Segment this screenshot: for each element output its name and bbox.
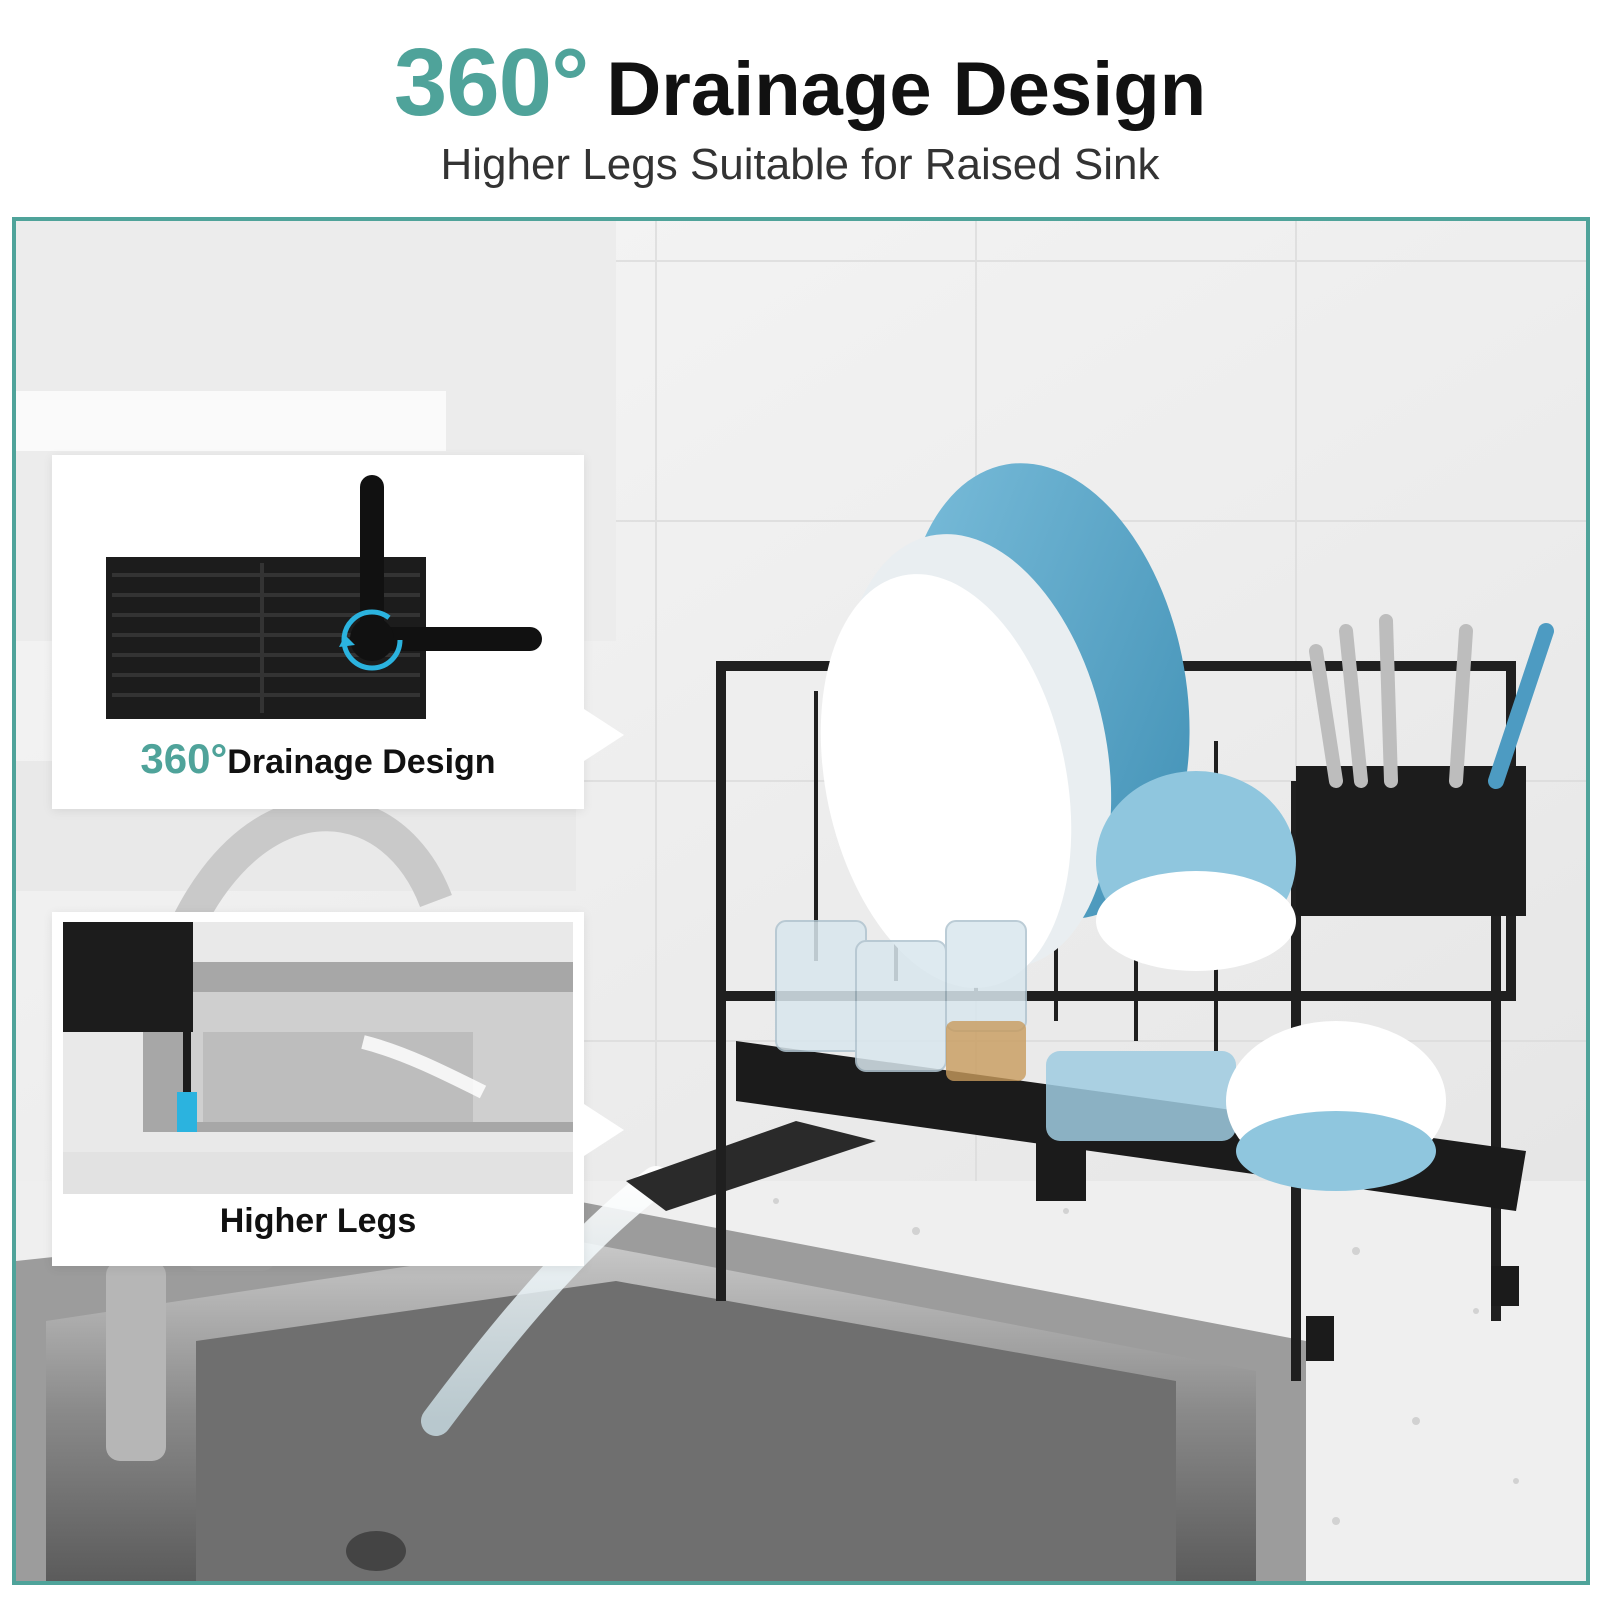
- subtitle: Higher Legs Suitable for Raised Sink: [440, 140, 1160, 189]
- callout-pointer: [584, 1104, 624, 1156]
- rotate-arrow-icon: [339, 609, 403, 671]
- title-accent: 360°: [393, 29, 590, 136]
- drainage-tray-illustration: [106, 475, 542, 719]
- kitchen-scene-illustration: [16, 221, 1586, 1581]
- page-title: 360°Drainage Design: [0, 28, 1600, 138]
- header: 360°Drainage Design Higher Legs Suitable…: [0, 0, 1600, 220]
- title-main: Drainage Design: [606, 47, 1207, 132]
- callout-pointer: [584, 709, 624, 761]
- higher-legs-callout: Higher Legs: [52, 912, 624, 1266]
- higher-legs-illustration: [63, 922, 573, 1194]
- higher-legs-caption: Higher Legs: [219, 1202, 417, 1240]
- drainage-callout: 360°Drainage Design: [52, 455, 624, 809]
- drainage-caption-accent: 360°: [140, 735, 228, 782]
- drainage-caption-text: Drainage Design: [227, 743, 496, 781]
- drainage-caption: 360°Drainage Design: [52, 735, 584, 783]
- product-scene: [12, 217, 1590, 1585]
